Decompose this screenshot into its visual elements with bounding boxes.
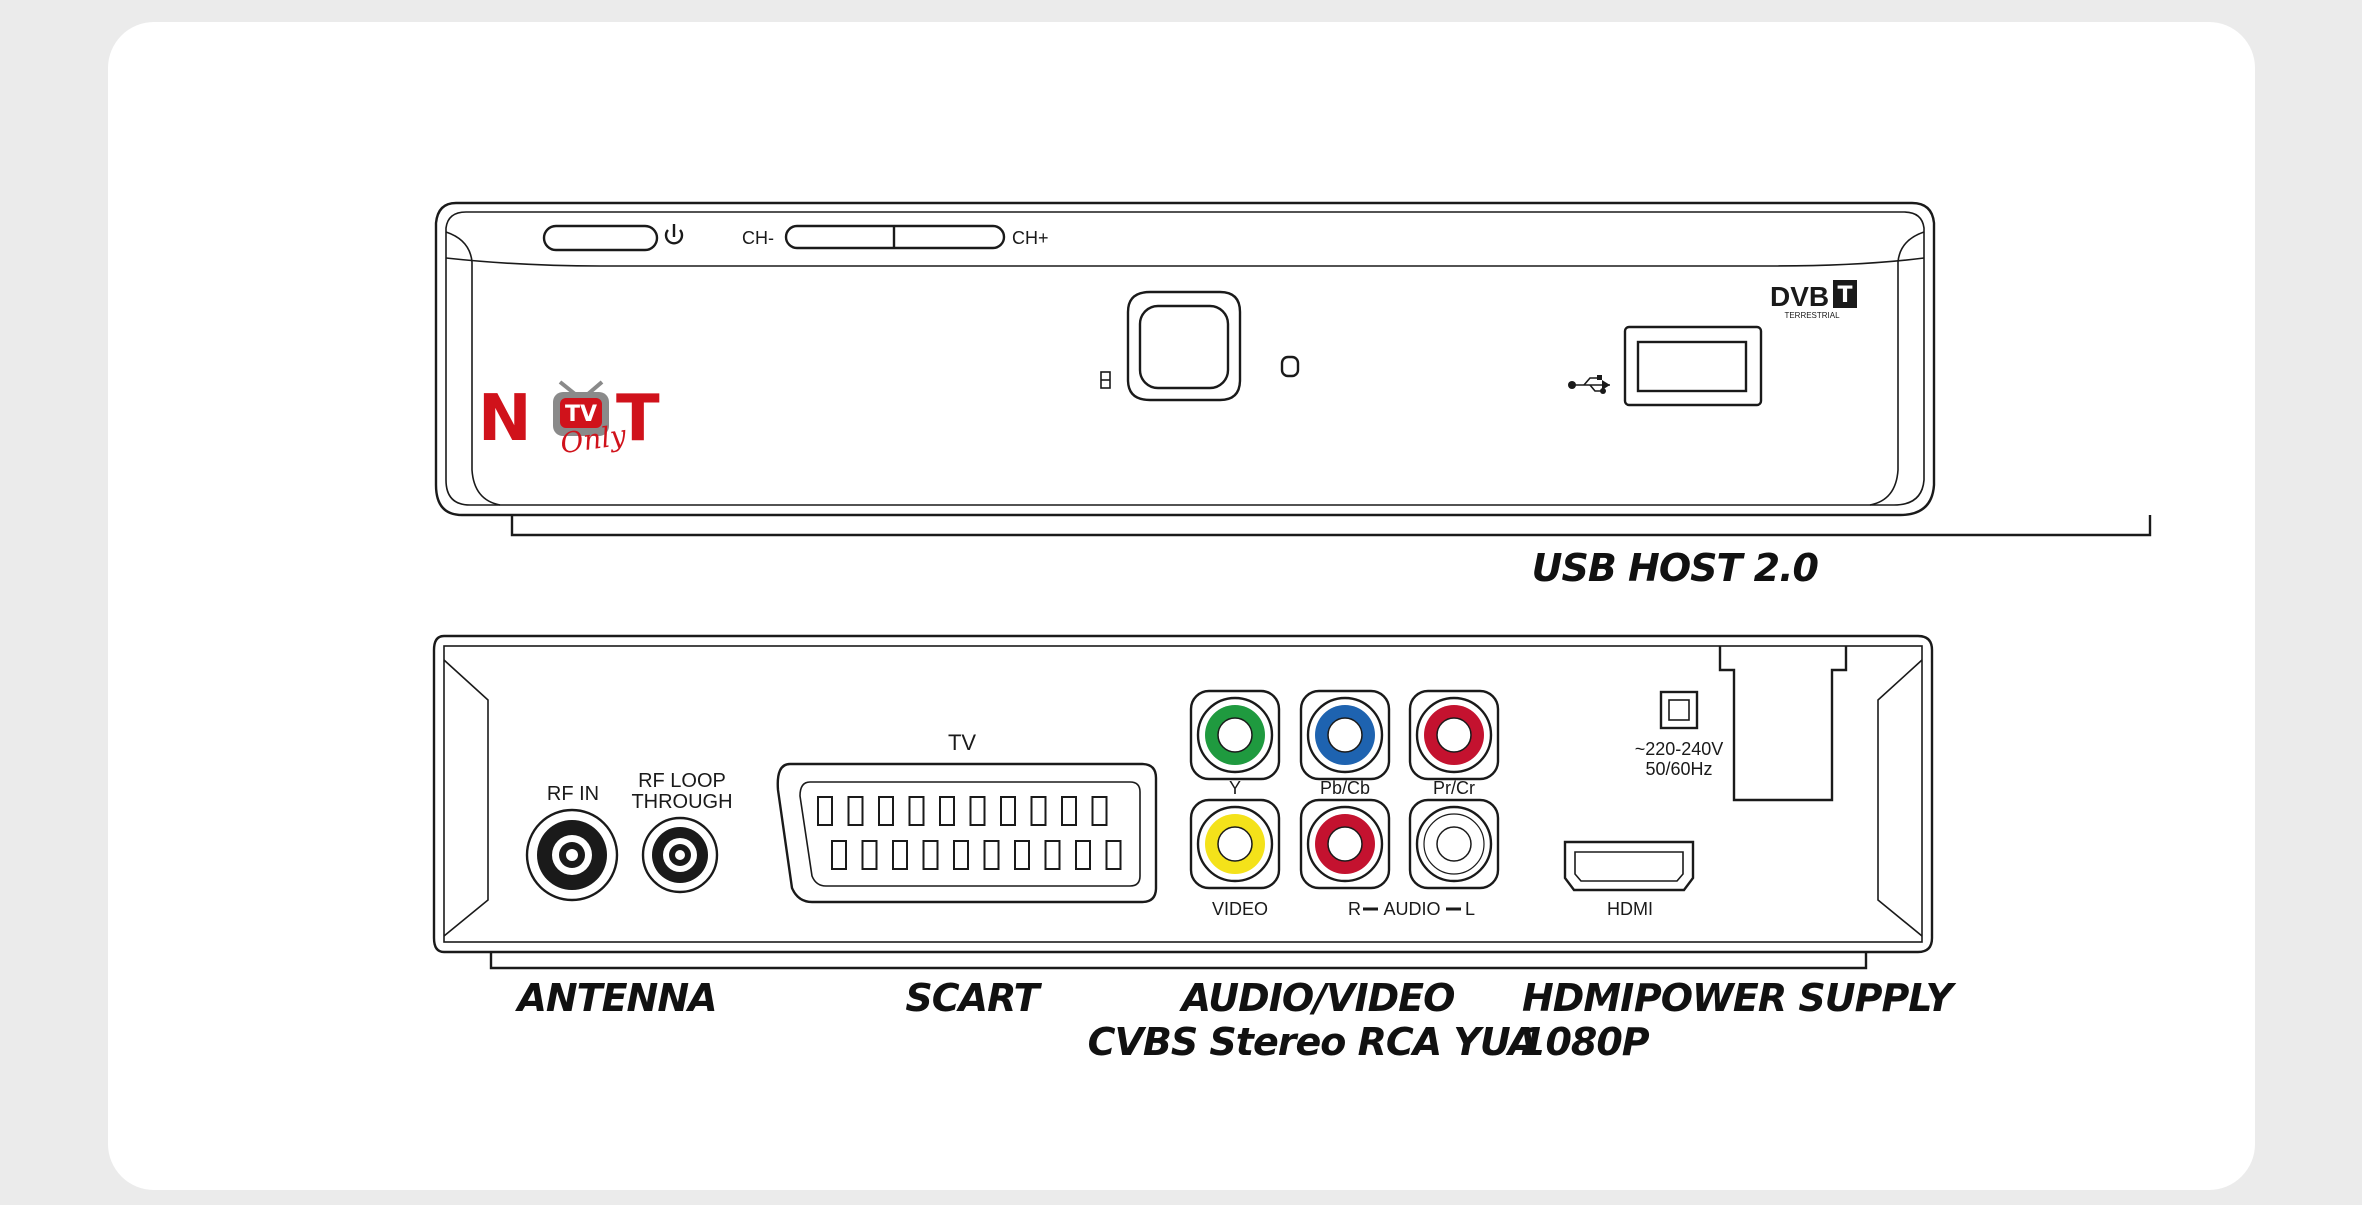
caption-audio-video-line2: CVBS Stereo RCA YUA (1088, 1020, 1537, 1064)
scart-tv-label: TV (948, 730, 976, 755)
scart-pin (1044, 840, 1061, 870)
ir-window-bezel (1126, 290, 1242, 402)
brand-logo: N TV T Only (478, 380, 660, 460)
scart-pin (817, 796, 833, 826)
hdmi-label: HDMI (1607, 899, 1653, 919)
back-panel: RF IN RF LOOP THROUGH TV (432, 634, 1934, 970)
rca-y-connector[interactable] (1189, 689, 1281, 781)
scart-pin (831, 840, 847, 870)
front-body-inner (445, 211, 1925, 506)
caption-power-supply: POWER SUPPLY (1634, 976, 1957, 1020)
front-top-ridge (445, 257, 1925, 267)
usb-port[interactable] (1636, 340, 1748, 393)
channel-down-label: CH- (742, 228, 774, 248)
svg-text:T: T (1837, 283, 1852, 308)
power-voltage-label: ~220-240V (1635, 739, 1724, 759)
dvb-t-logo: DVB T TERRESTRIAL (1770, 280, 1857, 320)
diagram-card (108, 22, 2255, 1190)
usb-icon (1568, 375, 1610, 394)
hdmi-port[interactable] (1563, 840, 1695, 892)
back-body-outline (432, 634, 1934, 954)
scart-pin (1061, 796, 1077, 826)
component-y-label: Y (1229, 778, 1241, 798)
power-frequency-label: 50/60Hz (1645, 759, 1712, 779)
power-switch[interactable] (1668, 699, 1690, 721)
back-foot (489, 952, 1868, 970)
rf-loop-connector[interactable] (641, 816, 719, 894)
scart-pin (1000, 796, 1016, 826)
svg-text:TV: TV (565, 402, 597, 427)
scart-pin (983, 840, 1000, 870)
rf-in-label: RF IN (547, 783, 599, 805)
rca-pb-connector[interactable] (1299, 689, 1391, 781)
back-right-bevel (1877, 659, 1923, 937)
scart-pin (922, 840, 939, 870)
audio-r-label: R (1348, 899, 1361, 919)
caption-usb-host: USB HOST 2.0 (1532, 546, 1819, 590)
scart-connector[interactable] (776, 762, 1158, 904)
audio-label: AUDIO (1383, 899, 1440, 919)
front-right-bevel (1869, 231, 1925, 506)
power-cord-housing (1718, 646, 1848, 802)
rca-video-connector[interactable] (1189, 798, 1281, 890)
scart-pin (1014, 840, 1030, 870)
channel-up-label: CH+ (1012, 228, 1049, 248)
scart-pin (878, 796, 894, 826)
scart-pin (1030, 796, 1047, 826)
caption-hdmi-line1: HDMI (1522, 976, 1634, 1020)
scart-pin (847, 796, 864, 826)
component-pr-label: Pr/Cr (1433, 778, 1475, 798)
front-body-outline (434, 201, 1936, 517)
rca-audio-r-connector[interactable] (1299, 798, 1391, 890)
scart-pin (861, 840, 878, 870)
power-switch-frame (1659, 690, 1699, 730)
back-left-bevel (443, 659, 489, 937)
ir-window (1138, 304, 1230, 390)
power-button[interactable] (542, 224, 659, 252)
rca-pr-connector[interactable] (1408, 689, 1500, 781)
scart-pin (939, 796, 955, 826)
brand-letter-n: N (478, 382, 532, 456)
power-icon (664, 224, 684, 245)
rf-loop-label-line1: RF LOOP (638, 770, 726, 792)
ir-icon (1100, 371, 1111, 389)
caption-audio-video-line1: AUDIO/VIDEO (1179, 976, 1455, 1020)
component-pb-label: Pb/Cb (1320, 778, 1370, 798)
scart-pin (953, 840, 969, 870)
video-label: VIDEO (1212, 899, 1268, 919)
rf-loop-label-line2: THROUGH (631, 791, 732, 813)
rca-audio-l-connector[interactable] (1408, 798, 1500, 890)
front-foot (510, 515, 2152, 537)
scart-pin (969, 796, 986, 826)
front-panel: CH- CH+ DVB T TERRESTRIAL (434, 201, 2152, 537)
scart-pin (1075, 840, 1091, 870)
scart-pin (1105, 840, 1122, 870)
svg-text:TERRESTRIAL: TERRESTRIAL (1784, 311, 1840, 320)
usb-port-housing (1623, 325, 1763, 407)
rf-in-connector[interactable] (525, 808, 619, 902)
back-body-inner (443, 645, 1923, 943)
scart-pin (892, 840, 908, 870)
caption-scart: SCART (905, 976, 1042, 1020)
led-indicator (1280, 355, 1300, 378)
caption-hdmi-line2: 1080P (1520, 1020, 1650, 1064)
brand-letter-t: T (616, 382, 660, 456)
caption-antenna: ANTENNA (514, 976, 716, 1020)
svg-text:DVB: DVB (1770, 281, 1829, 312)
scart-pin-grid (817, 796, 1122, 870)
audio-l-label: L (1465, 899, 1475, 919)
scart-pin (1091, 796, 1108, 826)
front-left-bevel (445, 231, 501, 506)
scart-pin (908, 796, 925, 826)
